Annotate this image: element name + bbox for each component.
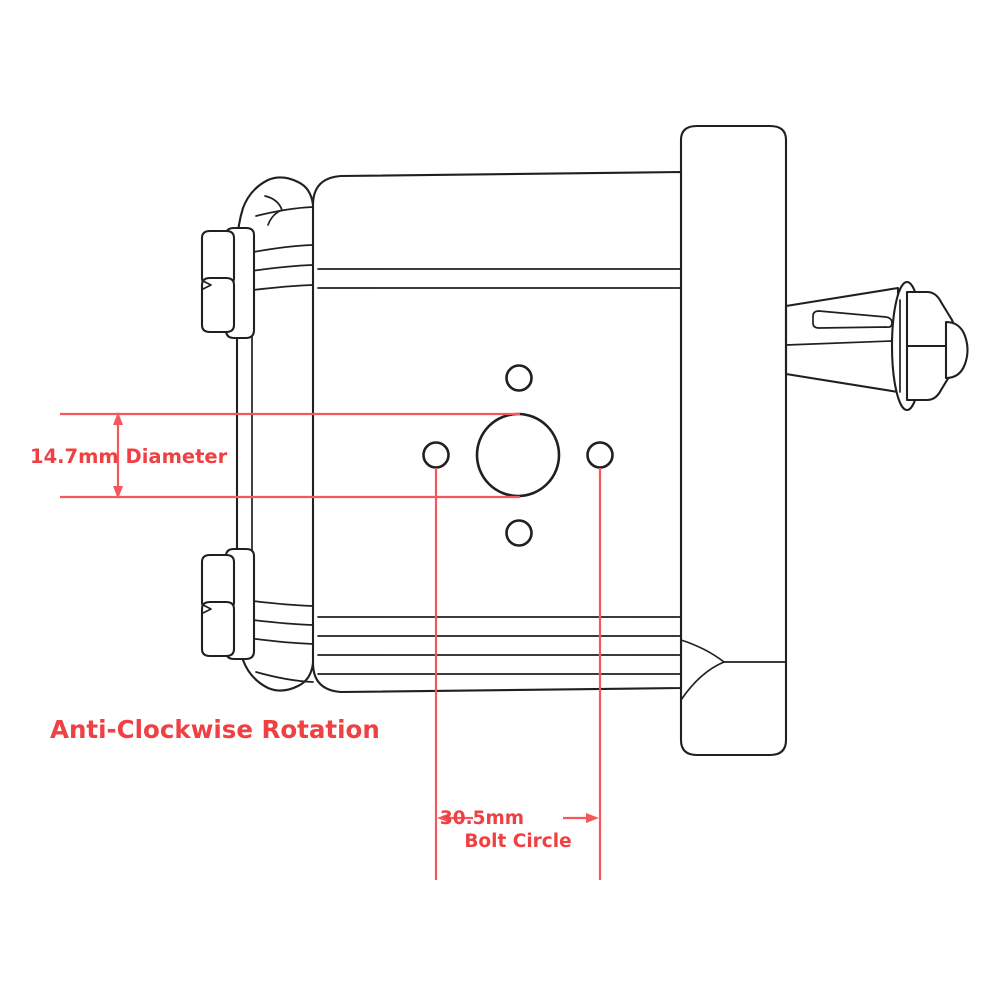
rotation-label: Anti-Clockwise Rotation — [50, 715, 380, 744]
diameter-label: 14.7mm Diameter — [30, 445, 228, 468]
hex-nut-shaft-end — [890, 280, 969, 412]
bolt-hole-top — [505, 364, 533, 392]
bolt-circle-label-line1: 30.5mm — [440, 808, 524, 829]
dimension-diameter — [60, 412, 520, 499]
mounting-flange-block — [679, 124, 788, 757]
pump-assembly-outline — [200, 124, 969, 757]
bolt-hole-left — [422, 441, 450, 469]
hex-bolt-upper-left — [200, 226, 256, 340]
bolt-circle-label-line2: Bolt Circle — [464, 831, 571, 852]
central-bore — [475, 412, 561, 498]
bolt-hole-right — [586, 441, 614, 469]
diameter-arrow-up — [113, 412, 123, 425]
diameter-arrow-down — [113, 486, 123, 499]
body-seam-lines-upper — [317, 268, 682, 289]
flange-fillet — [680, 639, 787, 701]
hex-bolt-lower-left — [200, 547, 256, 661]
dimension-bolt-circle — [434, 468, 602, 880]
bolt-hole-bottom — [505, 519, 533, 547]
drive-shaft — [784, 286, 900, 394]
body-seam-lines-lower — [317, 616, 682, 675]
bolt-circle-arrow-right — [586, 813, 599, 823]
bolt-circle-arrow-left — [437, 813, 450, 823]
